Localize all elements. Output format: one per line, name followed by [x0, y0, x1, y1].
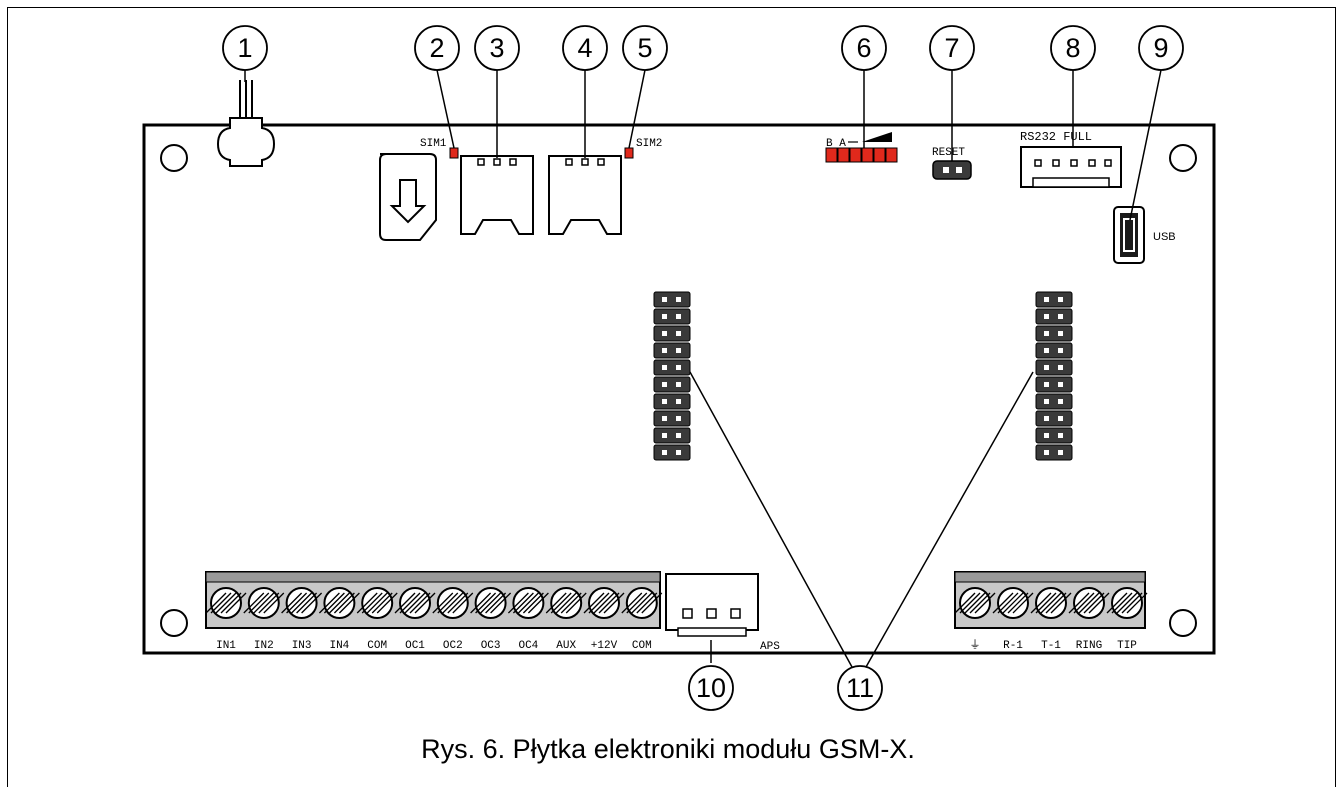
header-pin-row — [653, 359, 691, 376]
callout-circle — [414, 25, 460, 71]
terminal-label: OC3 — [481, 640, 501, 652]
header-pin-row — [1035, 359, 1073, 376]
terminal-label: AUX — [556, 640, 576, 652]
pin-header-right — [1035, 291, 1073, 461]
rs232-label: RS232 FULL — [1020, 130, 1092, 144]
pin-header-left — [653, 291, 691, 461]
terminal-label: T-1 — [1041, 640, 1061, 652]
sim2-label: SIM2 — [636, 138, 662, 150]
sim1-holder — [460, 155, 534, 235]
header-pin-row — [653, 308, 691, 325]
callout-circle — [929, 25, 975, 71]
terminal-label: OC2 — [443, 640, 463, 652]
terminal-label: OC4 — [518, 640, 538, 652]
reset-label: RESET — [932, 147, 965, 159]
terminal-label: IN1 — [216, 640, 236, 652]
terminal-label: TIP — [1117, 640, 1137, 652]
terminal-block-left — [205, 571, 663, 629]
callout-number: 2 — [429, 33, 444, 63]
mounting-hole-bottom-right — [1169, 609, 1197, 637]
terminal-label: IN3 — [292, 640, 312, 652]
callout-number: 10 — [696, 673, 726, 703]
rs232-connector: RS232 FULL — [1020, 130, 1122, 188]
header-pin-row — [653, 393, 691, 410]
sim2-led — [624, 147, 634, 159]
callout-circle — [622, 25, 668, 71]
header-pin-row — [1035, 427, 1073, 444]
reset-jumper: RESET — [932, 147, 972, 180]
status-led-bar: B A — [825, 132, 898, 163]
aps-label: APS — [760, 641, 780, 653]
callouts: 1 2 3 4 5 6 7 8 9 10 11 — [222, 25, 1184, 711]
header-pin-row — [653, 410, 691, 427]
header-pin-row — [1035, 376, 1073, 393]
sim1-led — [449, 147, 459, 159]
callout-circle — [841, 25, 887, 71]
header-pin-row — [1035, 291, 1073, 308]
callout-number: 11 — [846, 673, 874, 703]
header-pin-row — [1035, 393, 1073, 410]
callout-circle — [562, 25, 608, 71]
callout-number: 6 — [856, 33, 871, 63]
sim1-label: SIM1 — [420, 138, 447, 150]
callout-circle — [688, 665, 734, 711]
mounting-hole-bottom-left — [160, 609, 188, 637]
header-pin-row — [1035, 325, 1073, 342]
mounting-hole-top-left — [160, 144, 188, 172]
callout-number: 9 — [1153, 33, 1168, 63]
callout-number: 5 — [637, 33, 652, 63]
terminal-label: IN2 — [254, 640, 274, 652]
leader-lines — [244, 69, 1162, 668]
sim2-holder — [548, 155, 622, 235]
callout-circle — [1050, 25, 1096, 71]
terminal-label: OC1 — [405, 640, 425, 652]
terminal-label: +12V — [591, 640, 618, 652]
header-pin-row — [1035, 342, 1073, 359]
terminal-label: IN4 — [329, 640, 349, 652]
callout-circle — [1138, 25, 1184, 71]
usb-label: USB — [1153, 231, 1176, 243]
led-ba-label: B A — [826, 138, 846, 150]
callout-number: 7 — [944, 33, 959, 63]
terminal-label: COM — [632, 640, 652, 652]
callout-number: 3 — [489, 33, 504, 63]
header-pin-row — [1035, 308, 1073, 325]
header-pin-row — [1035, 444, 1073, 461]
header-pin-row — [1035, 410, 1073, 427]
callout-circle — [837, 665, 883, 711]
figure-caption: Rys. 6. Płytka elektroniki modułu GSM-X. — [421, 734, 915, 764]
terminal-label: R-1 — [1003, 640, 1023, 652]
callout-circle — [222, 25, 268, 71]
header-pin-row — [653, 427, 691, 444]
callout-number: 8 — [1065, 33, 1080, 63]
header-pin-row — [653, 444, 691, 461]
aps-connector: APS — [665, 573, 780, 653]
terminal-label: RING — [1076, 640, 1102, 652]
terminal-label: COM — [367, 640, 387, 652]
callout-circle — [474, 25, 520, 71]
mounting-hole-top-right — [1169, 144, 1197, 172]
header-pin-row — [653, 376, 691, 393]
usb-connector: USB — [1113, 206, 1176, 264]
sim-card-icon — [379, 153, 437, 241]
terminal-label: ⏚ — [970, 638, 981, 652]
header-pin-row — [653, 342, 691, 359]
header-pin-row — [653, 291, 691, 308]
callout-number: 4 — [577, 33, 592, 63]
terminal-block-right — [954, 571, 1148, 629]
callout-number: 1 — [237, 33, 252, 63]
header-pin-row — [653, 325, 691, 342]
antenna-connector — [216, 80, 276, 167]
